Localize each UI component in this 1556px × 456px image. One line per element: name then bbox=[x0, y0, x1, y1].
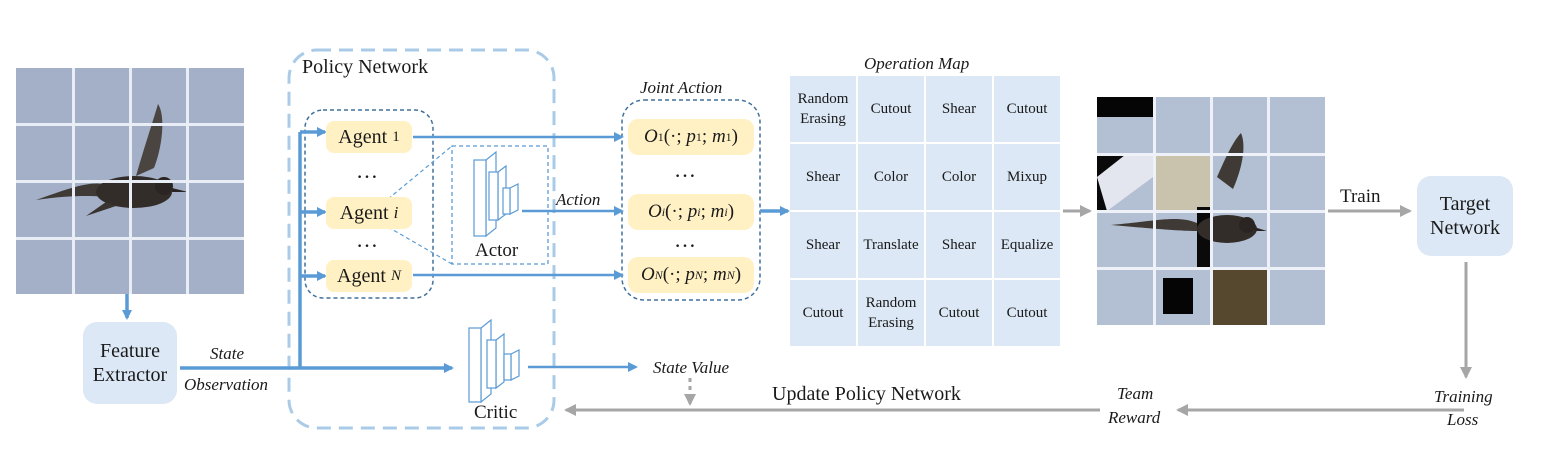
team-label: Team bbox=[1117, 384, 1154, 403]
operation-map-cell: Random Erasing bbox=[858, 280, 924, 346]
operation-map-cell: Shear bbox=[790, 212, 856, 278]
operation-map-cell: Cutout bbox=[926, 280, 992, 346]
operation-map-cell: Shear bbox=[790, 144, 856, 210]
feature-extractor-label: Feature Extractor bbox=[92, 340, 168, 386]
observation-label: Observation bbox=[184, 375, 269, 394]
operation-map-cell: Cutout bbox=[994, 76, 1060, 142]
operation-map-cell: Translate bbox=[858, 212, 924, 278]
operation-map-cell: Cutout bbox=[994, 280, 1060, 346]
critic-label: Critic bbox=[474, 402, 518, 423]
feature-extractor-box: Feature Extractor bbox=[83, 322, 177, 404]
actor-label: Actor bbox=[475, 240, 519, 261]
operation-map-cell: Cutout bbox=[858, 76, 924, 142]
input-bird-image bbox=[16, 68, 244, 294]
agent-i: Agent i bbox=[326, 197, 412, 229]
operation-map-cell: Equalize bbox=[994, 212, 1060, 278]
train-label: Train bbox=[1340, 186, 1381, 207]
operation-map-title: Operation Map bbox=[864, 54, 970, 73]
operations-ellipsis-2: … bbox=[674, 227, 698, 252]
operation-map-cell: Shear bbox=[926, 76, 992, 142]
loss-label: Loss bbox=[1447, 410, 1479, 429]
target-network-label: Target Network bbox=[1430, 193, 1500, 239]
operations-ellipsis-1: … bbox=[674, 157, 698, 182]
policy-network-title: Policy Network bbox=[302, 56, 429, 78]
actor-frame bbox=[451, 145, 549, 265]
agents-ellipsis-2: … bbox=[356, 227, 380, 252]
operation-map-cell: Mixup bbox=[994, 144, 1060, 210]
operation-map-cell: Cutout bbox=[790, 280, 856, 346]
joint-action-frame bbox=[621, 99, 761, 301]
agent-n: Agent N bbox=[326, 260, 412, 292]
target-network-box: Target Network bbox=[1417, 176, 1513, 256]
operation-map-cell: Color bbox=[926, 144, 992, 210]
joint-action-title: Joint Action bbox=[640, 78, 723, 97]
operation-map-cell: Shear bbox=[926, 212, 992, 278]
update-policy-network-label: Update Policy Network bbox=[772, 383, 961, 405]
actor-network-icon bbox=[473, 150, 519, 238]
augmented-image bbox=[1097, 97, 1325, 325]
agent-1: Agent 1 bbox=[326, 121, 412, 153]
agents-group-frame bbox=[304, 109, 434, 299]
training-label: Training bbox=[1434, 387, 1493, 406]
operation-map-cell: Color bbox=[858, 144, 924, 210]
agents-ellipsis-1: … bbox=[356, 158, 380, 183]
state-value-label: State Value bbox=[653, 358, 730, 377]
state-label: State bbox=[210, 344, 244, 363]
operation-map-cell: Random Erasing bbox=[790, 76, 856, 142]
reward-label: Reward bbox=[1108, 408, 1161, 427]
critic-network-icon bbox=[468, 318, 520, 404]
action-label: Action bbox=[556, 190, 601, 209]
